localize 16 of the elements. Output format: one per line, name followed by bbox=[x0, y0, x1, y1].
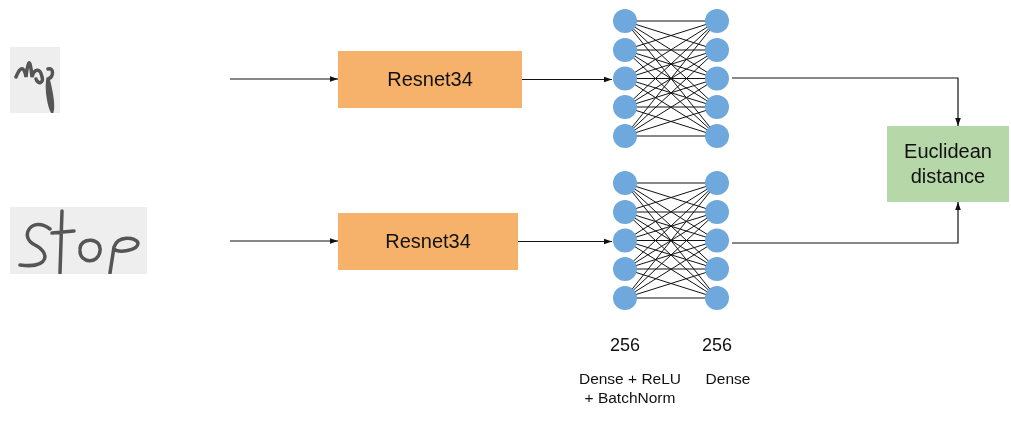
layer-size: 256 bbox=[700, 335, 733, 357]
arrow bbox=[517, 238, 613, 245]
layer-description: Dense bbox=[704, 370, 752, 389]
process-box bbox=[887, 126, 1009, 202]
arrow bbox=[731, 77, 961, 127]
process-box bbox=[338, 213, 518, 270]
arrow bbox=[229, 238, 339, 244]
layer-description: Dense + ReLU + BatchNorm bbox=[578, 370, 682, 408]
arrow bbox=[521, 76, 613, 83]
arrow bbox=[229, 76, 339, 82]
arrow bbox=[731, 201, 961, 244]
box-label: Euclidean distance bbox=[903, 139, 993, 189]
box-label: Resnet34 bbox=[385, 229, 471, 254]
layer-size: 256 bbox=[608, 335, 641, 357]
box-label: Resnet34 bbox=[387, 67, 473, 92]
process-box bbox=[338, 51, 522, 108]
